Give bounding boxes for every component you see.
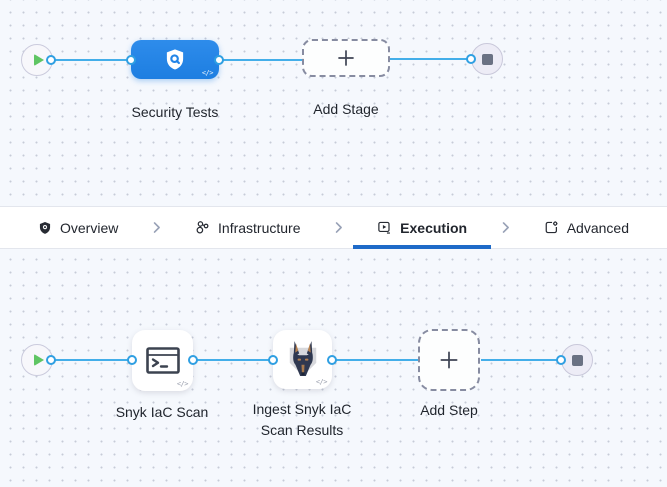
- connector-line: [332, 359, 418, 361]
- stop-icon: [571, 354, 583, 366]
- tab-advanced[interactable]: Advanced: [520, 207, 653, 248]
- connector-line: [481, 359, 561, 361]
- tab-infrastructure[interactable]: Infrastructure: [171, 207, 324, 248]
- stage-config-tabbar: Overview Infrastructure Execution: [0, 206, 667, 249]
- connector-line: [51, 359, 132, 361]
- advanced-settings-icon: [545, 221, 558, 234]
- connector-point: [46, 55, 56, 65]
- step-name-label: Snyk IaC Scan: [115, 404, 209, 420]
- play-icon: [33, 54, 44, 66]
- chevron-right-icon: [499, 207, 512, 248]
- active-tab-underline: [353, 245, 492, 249]
- connector-line: [390, 58, 471, 60]
- terminal-icon: [145, 347, 180, 374]
- play-icon: [33, 354, 44, 366]
- connector-point: [126, 55, 136, 65]
- step-node-ingest-snyk-results[interactable]: </>: [273, 330, 332, 389]
- connector-point: [556, 355, 566, 365]
- stage-node-security-tests[interactable]: </>: [131, 40, 219, 79]
- chevron-right-icon: [150, 207, 163, 248]
- connector-point: [466, 54, 476, 64]
- connector-point: [188, 355, 198, 365]
- connector-point: [46, 355, 56, 365]
- tab-label: Execution: [400, 219, 468, 236]
- add-step-label: Add Step: [420, 402, 478, 418]
- yaml-code-badge: </>: [201, 69, 214, 77]
- tab-label: Infrastructure: [218, 219, 301, 236]
- connector-point: [268, 355, 278, 365]
- connector-line: [51, 59, 131, 61]
- step-name-label: Ingest Snyk IaC Scan Results: [252, 401, 352, 438]
- security-shield-icon: [166, 48, 184, 70]
- yaml-code-badge: </>: [315, 378, 328, 386]
- connector-point: [127, 355, 137, 365]
- tab-label: Advanced: [566, 219, 629, 236]
- chevron-right-icon: [332, 207, 345, 248]
- plus-icon: [338, 50, 354, 66]
- connector-point: [214, 55, 224, 65]
- yaml-code-badge: </>: [176, 380, 189, 388]
- stage-name-label: Security Tests: [131, 104, 219, 120]
- tab-overview[interactable]: Overview: [14, 207, 142, 248]
- execution-end-node: [561, 344, 593, 376]
- connector-point: [327, 355, 337, 365]
- overview-shield-icon: [39, 221, 51, 234]
- connector-line: [219, 59, 302, 61]
- step-node-snyk-iac-scan[interactable]: </>: [132, 330, 193, 391]
- connector-line: [193, 359, 273, 361]
- snyk-dog-icon: [289, 340, 316, 376]
- plus-icon: [440, 351, 458, 369]
- infrastructure-icon: [196, 221, 209, 234]
- tab-execution[interactable]: Execution: [353, 207, 492, 249]
- tab-label: Overview: [60, 219, 119, 236]
- execution-play-icon: [378, 221, 391, 234]
- execution-start-node: [21, 344, 53, 376]
- stop-icon: [481, 53, 493, 65]
- add-stage-button[interactable]: [302, 39, 390, 77]
- add-stage-label: Add Stage: [313, 101, 379, 117]
- add-step-button[interactable]: [418, 329, 480, 391]
